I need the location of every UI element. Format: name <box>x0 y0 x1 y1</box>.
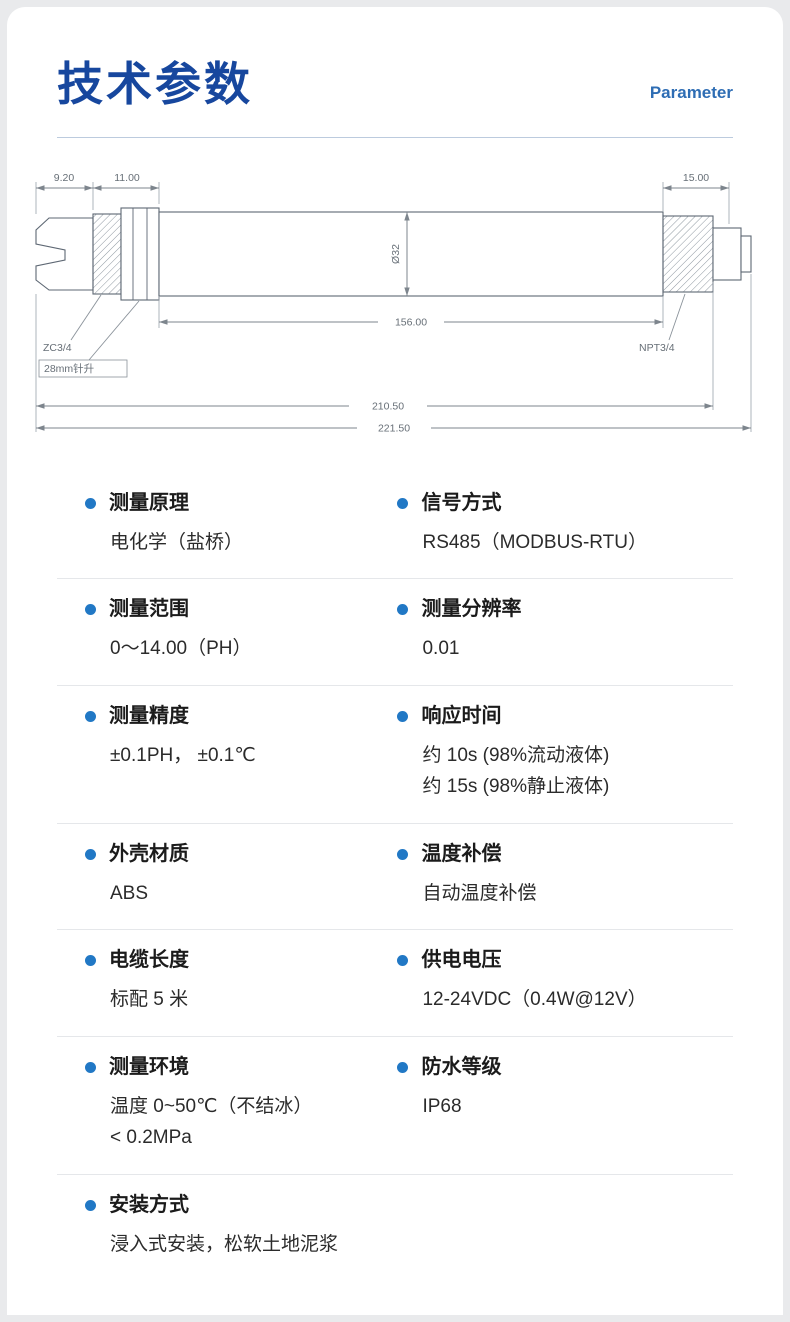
body-length-dimension: 156.00 <box>158 295 664 328</box>
bullet-icon <box>85 848 96 860</box>
spec-row-3: 测量精度 ±0.1PH， ±0.1℃ 响应时间 约 10s (98%流动液体) … <box>57 686 733 824</box>
sensor-body-outline <box>35 207 752 301</box>
label-nut: 28mm针升 <box>44 362 94 375</box>
dim-label-body-length: 156.00 <box>395 316 427 328</box>
bullet-icon <box>85 955 96 967</box>
spec-value: ±0.1PH， ±0.1℃ <box>110 745 256 767</box>
bullet-icon <box>85 711 96 723</box>
right-thread <box>662 215 714 293</box>
page: 技术参数 Parameter <box>7 7 783 1315</box>
bullet-icon <box>85 1062 96 1074</box>
spec-cell-waterproof-rating: 防水等级 IP68 <box>381 1055 733 1154</box>
spec-value: ABS <box>110 882 149 904</box>
spec-cell-empty <box>381 1193 733 1261</box>
spec-cell-environment: 测量环境 温度 0~50℃（不结冰） < 0.2MPa <box>57 1055 381 1154</box>
page-subtitle: Parameter <box>649 82 733 102</box>
spec-label: 防水等级 <box>421 1056 502 1079</box>
bullet-icon <box>397 1062 409 1074</box>
spec-cell-installation: 安装方式 浸入式安装，松软土地泥浆 <box>57 1193 381 1261</box>
hex-nut <box>120 207 160 301</box>
spec-cell-temp-compensation: 温度补偿 自动温度补偿 <box>381 842 733 910</box>
bullet-icon <box>397 848 409 860</box>
connector <box>712 227 742 281</box>
spec-label: 测量原理 <box>109 491 189 514</box>
bullet-icon <box>85 1199 96 1211</box>
top-dimensions: 9.20 11.00 15.00 <box>35 172 730 224</box>
spec-row-6: 测量环境 温度 0~50℃（不结冰） < 0.2MPa 防水等级 IP68 <box>57 1037 733 1175</box>
bullet-icon <box>397 497 409 509</box>
spec-value: 浸入式安装，松软土地泥浆 <box>110 1233 339 1255</box>
spec-value: < 0.2MPa <box>110 1126 192 1148</box>
leader-labels: ZC3/4 28mm针升 NPT3/4 <box>38 293 686 377</box>
dim-label-diameter: Ø32 <box>390 244 402 264</box>
spec-row-1: 测量原理 电化学（盐桥） 信号方式 RS485（MODBUS-RTU） <box>57 473 733 580</box>
label-thread-right: NPT3/4 <box>639 342 675 354</box>
spec-cell-signal-type: 信号方式 RS485（MODBUS-RTU） <box>381 491 733 559</box>
bullet-icon <box>397 711 409 723</box>
spec-label: 响应时间 <box>421 705 502 728</box>
left-thread <box>92 213 122 295</box>
dim-label-right: 15.00 <box>683 172 709 184</box>
spec-row-2: 测量范围 0～14.00（PH） 测量分辨率 0.01 <box>57 579 733 687</box>
spec-label: 测量精度 <box>109 705 189 728</box>
spec-label: 测量范围 <box>109 598 189 621</box>
spec-cell-response-time: 响应时间 约 10s (98%流动液体) 约 15s (98%静止液体) <box>381 704 733 803</box>
spec-value: 0.01 <box>422 638 460 660</box>
spec-label: 安装方式 <box>109 1193 189 1216</box>
bullet-icon <box>85 497 96 509</box>
spec-row-5: 电缆长度 标配 5 米 供电电压 12-24VDC（0.4W@12V） <box>57 930 733 1038</box>
connector-tip <box>740 235 752 273</box>
spec-list: 测量原理 电化学（盐桥） 信号方式 RS485（MODBUS-RTU） 测量范围… <box>7 447 783 1281</box>
spec-row-7: 安装方式 浸入式安装，松软土地泥浆 <box>57 1175 733 1281</box>
technical-drawing: 9.20 11.00 15.00 Ø32 156.00 <box>27 170 763 447</box>
main-tube <box>158 211 664 297</box>
spec-cell-cable-length: 电缆长度 标配 5 米 <box>57 948 381 1016</box>
spec-label: 供电电压 <box>421 949 502 972</box>
header: 技术参数 Parameter <box>7 7 783 110</box>
spec-value: 自动温度补偿 <box>422 882 537 904</box>
spec-value: 电化学（盐桥） <box>110 531 244 553</box>
spec-value: IP68 <box>422 1096 462 1118</box>
spec-cell-measure-principle: 测量原理 电化学（盐桥） <box>57 491 381 559</box>
dim-label-length-b: 221.50 <box>378 422 410 434</box>
spec-cell-resolution: 测量分辨率 0.01 <box>381 597 733 665</box>
probe-cap <box>35 217 94 291</box>
spec-value: RS485（MODBUS-RTU） <box>422 531 647 553</box>
spec-value: 0～14.00（PH） <box>110 638 252 660</box>
spec-row-4: 外壳材质 ABS 温度补偿 自动温度补偿 <box>57 824 733 931</box>
spec-value: 12-24VDC（0.4W@12V） <box>422 989 647 1011</box>
bullet-icon <box>85 604 96 616</box>
header-divider <box>57 136 733 138</box>
page-title: 技术参数 <box>57 58 253 110</box>
spec-label: 外壳材质 <box>109 842 189 865</box>
sensor-dimension-drawing: 9.20 11.00 15.00 Ø32 156.00 <box>35 172 752 434</box>
label-thread-left: ZC3/4 <box>43 342 72 354</box>
spec-label: 测量环境 <box>109 1056 189 1079</box>
spec-cell-accuracy: 测量精度 ±0.1PH， ±0.1℃ <box>57 704 381 803</box>
spec-label: 信号方式 <box>421 491 502 514</box>
spec-cell-supply-voltage: 供电电压 12-24VDC（0.4W@12V） <box>381 948 733 1016</box>
spec-value: 约 10s (98%流动液体) <box>422 745 610 767</box>
overall-dimensions: 210.50 221.50 <box>35 273 752 434</box>
spec-cell-measure-range: 测量范围 0～14.00（PH） <box>57 597 381 665</box>
spec-cell-housing-material: 外壳材质 ABS <box>57 842 381 910</box>
bullet-icon <box>397 604 409 616</box>
bullet-icon <box>397 955 409 967</box>
spec-label: 电缆长度 <box>109 949 189 972</box>
spec-value: 约 15s (98%静止液体) <box>422 775 610 797</box>
spec-value: 温度 0~50℃（不结冰） <box>110 1096 313 1118</box>
diameter-dimension: Ø32 <box>390 211 410 296</box>
dim-label-cap: 9.20 <box>54 172 75 184</box>
dim-label-length-a: 210.50 <box>372 400 404 412</box>
spec-label: 测量分辨率 <box>421 598 522 621</box>
dim-label-collar: 11.00 <box>114 172 140 184</box>
spec-value: 标配 5 米 <box>110 989 189 1011</box>
spec-label: 温度补偿 <box>421 842 502 865</box>
